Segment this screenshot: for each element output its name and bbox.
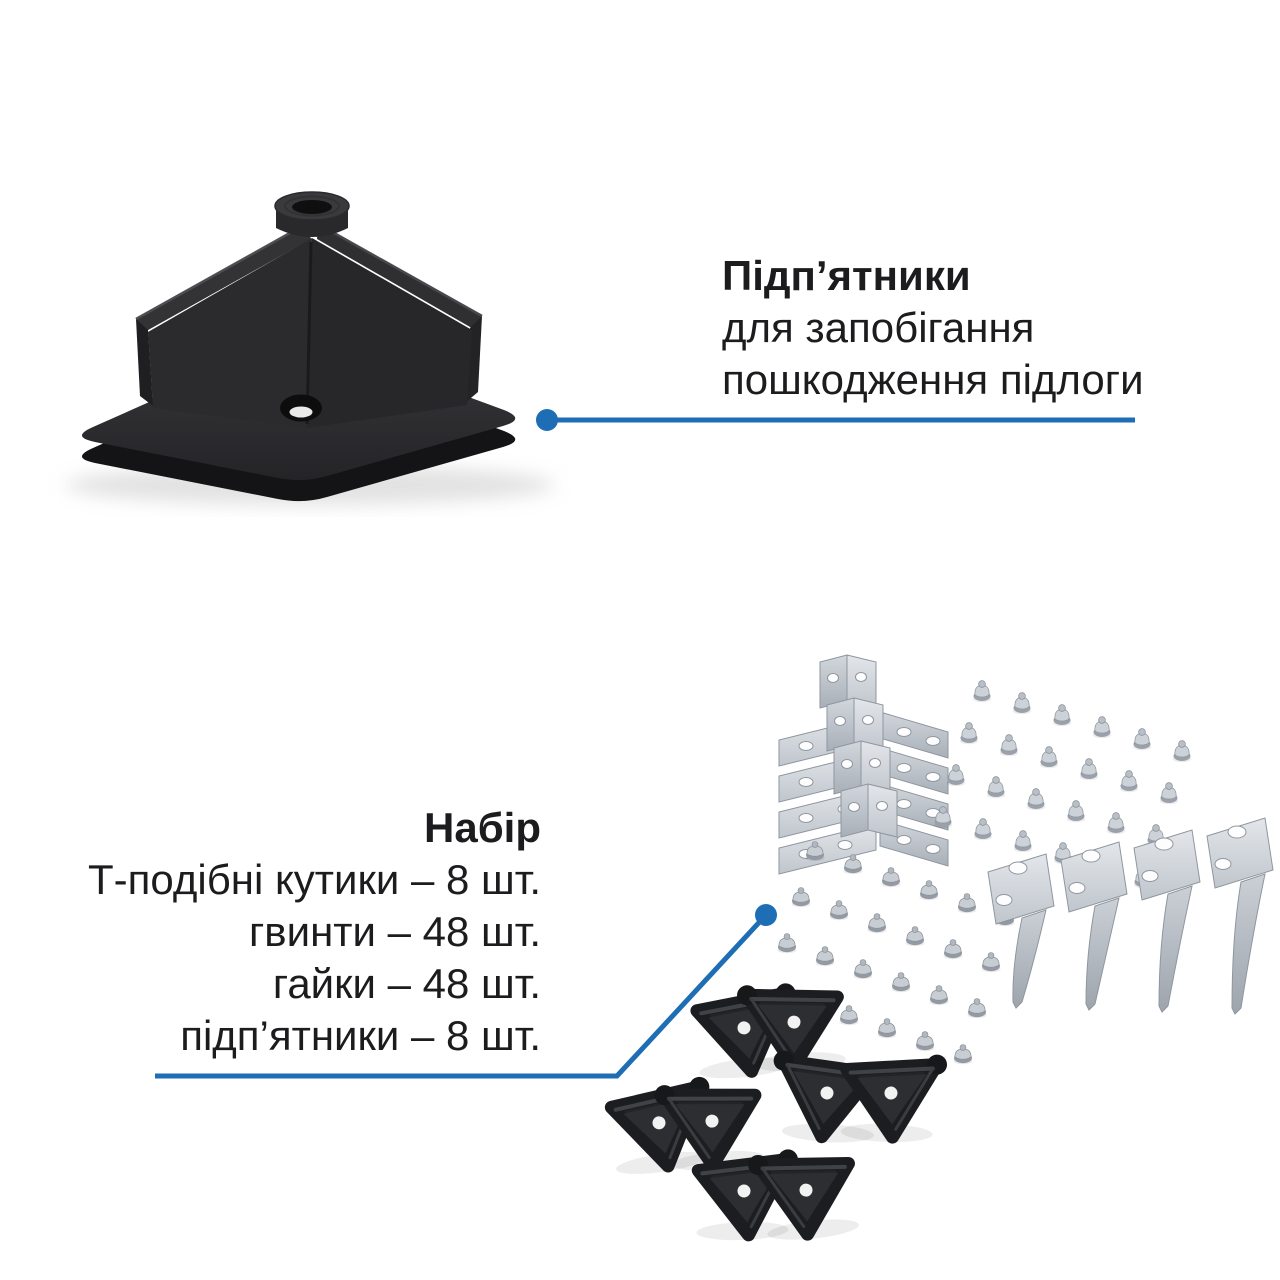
footpad-label-block: Підп’ятники для запобігання пошкодження …: [722, 250, 1144, 406]
footpad-description-line2: пошкодження підлоги: [722, 356, 1144, 403]
corner-foot-illustration: [65, 191, 555, 505]
flat-brackets: [987, 817, 1274, 1015]
kit-label-block: Набір Т-подібні кутики – 8 шт. гвинти – …: [0, 802, 541, 1062]
kit-item: Т-подібні кутики – 8 шт.: [88, 856, 541, 903]
kit-item: гвинти – 48 шт.: [248, 908, 541, 955]
hardware-kit-illustration: [605, 654, 1274, 1245]
connector-dot: [755, 904, 777, 926]
foot-pads-cluster: [605, 979, 947, 1245]
kit-item: підп’ятники – 8 шт.: [180, 1012, 541, 1059]
footpad-heading: Підп’ятники: [722, 252, 971, 299]
kit-heading: Набір: [424, 804, 541, 851]
footpad-description-line1: для запобігання: [722, 304, 1035, 351]
standing-brackets: [778, 654, 949, 875]
kit-item: гайки – 48 шт.: [272, 960, 541, 1007]
connector-dot: [536, 409, 558, 431]
footpad-connector-line: [536, 409, 1135, 431]
kit-connector-line: [155, 904, 777, 1079]
